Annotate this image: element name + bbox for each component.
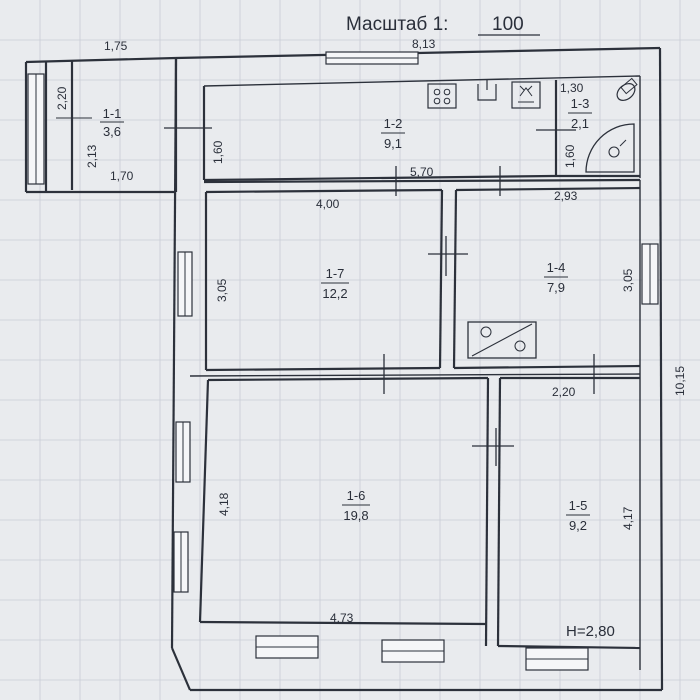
- dim-porch-top: 1,75: [104, 39, 128, 53]
- dimensions: 1,75 2,20 2,13 1,70 8,13 10,15 1,60 5,70…: [55, 37, 687, 640]
- room-area: 7,9: [547, 280, 565, 295]
- dim-room6-width: 4,73: [330, 611, 354, 625]
- room-id: 1-4: [547, 260, 566, 275]
- door-marks: [164, 127, 595, 466]
- scale-value: 100: [492, 14, 524, 35]
- room-id: 1-1: [103, 106, 122, 121]
- room-id: 1-6: [347, 488, 366, 503]
- furnace-icon: [467, 321, 537, 359]
- sink-icon: [477, 80, 497, 101]
- dim-porch-inner-left: 2,13: [85, 144, 99, 168]
- stove-icon: [427, 83, 457, 109]
- room-1-3: 1-3 2,1: [568, 96, 592, 131]
- dim-porch-left: 2,20: [55, 86, 69, 110]
- ceiling-height: H=2,80: [566, 623, 615, 640]
- dim-kitchen-width: 5,70: [410, 165, 434, 179]
- water-heater-icon: [511, 81, 541, 109]
- room-id: 1-3: [571, 96, 590, 111]
- dim-overall-width: 8,13: [412, 37, 436, 51]
- windows: [27, 51, 659, 671]
- room-1-2: 1-2 9,1: [381, 116, 405, 151]
- dim-bath-height: 1,60: [563, 144, 577, 168]
- room-id: 1-7: [326, 266, 345, 281]
- dim-room5-height: 4,17: [621, 506, 635, 530]
- room-1-7: 1-7 12,2: [321, 266, 349, 301]
- dim-room6-height: 4,18: [217, 492, 231, 516]
- room-area: 19,8: [343, 508, 368, 523]
- room-1-4: 1-4 7,9: [544, 260, 568, 295]
- dim-porch-bottom: 1,70: [110, 169, 134, 183]
- interior-walls: [174, 58, 641, 650]
- dim-room4-height: 3,05: [621, 268, 635, 292]
- room-area: 3,6: [103, 124, 121, 139]
- dim-room5-width: 2,20: [552, 385, 576, 399]
- shower-icon: [585, 123, 635, 173]
- room-1-6: 1-6 19,8: [342, 488, 370, 523]
- scale-label: Масштаб 1:: [346, 14, 448, 35]
- room-area: 9,2: [569, 518, 587, 533]
- room-1-1: 1-1 3,6: [100, 106, 124, 139]
- dim-bath-width: 1,30: [560, 81, 584, 95]
- dim-room7-width: 4,00: [316, 197, 340, 211]
- dim-overall-height: 10,15: [673, 366, 687, 396]
- dim-room4-width: 2,93: [554, 189, 578, 203]
- room-area: 12,2: [322, 286, 347, 301]
- dim-kitchen-height: 1,60: [211, 140, 225, 164]
- outer-walls: [24, 46, 664, 692]
- room-area: 2,1: [571, 116, 589, 131]
- room-id: 1-2: [384, 116, 403, 131]
- room-id: 1-5: [569, 498, 588, 513]
- toilet-icon: [616, 77, 638, 101]
- room-1-5: 1-5 9,2: [566, 498, 590, 533]
- dim-room7-height: 3,05: [215, 278, 229, 302]
- room-area: 9,1: [384, 136, 402, 151]
